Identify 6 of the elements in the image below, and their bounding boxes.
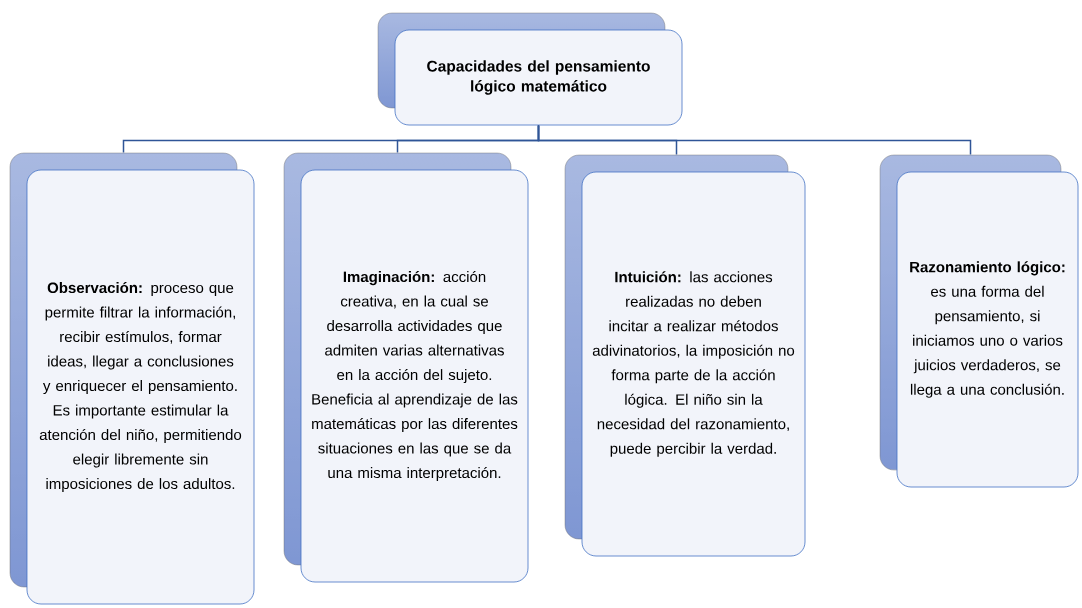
card-box: Razonamiento lógico: es una forma del pensamiento, si iniciamos uno o varios juicios verdaderos, se llega a una conclusión. [879,154,1079,488]
card-box: Capacidades del pensamiento lógico matemático [377,12,683,126]
card-box: Imaginación: acción creativa, en la cual se desarrolla actividades que admiten varias alternativas en la acción del sujeto. Beneficia al aprendizaje de las matemáticas por las diferentes situaciones en las que se da una misma interpretación. [283,152,529,583]
card-box: Intuición: las acciones realizadas no deben incitar a realizar métodos adivinatorios, la imposición no forma parte de la acción lógica. El niño sin la necesidad del razonamiento, puede percibir la verdad. [564,154,806,557]
card-box: Observación: proceso que permite filtrar la información, recibir estímulos, formar ideas, llegar a conclusiones y enriquecer el pensamiento. Es importante estimular la atención del niño, permitiendo elegir libremente sin imposiciones de los adultos. [9,152,255,605]
connector-line [537,124,972,156]
